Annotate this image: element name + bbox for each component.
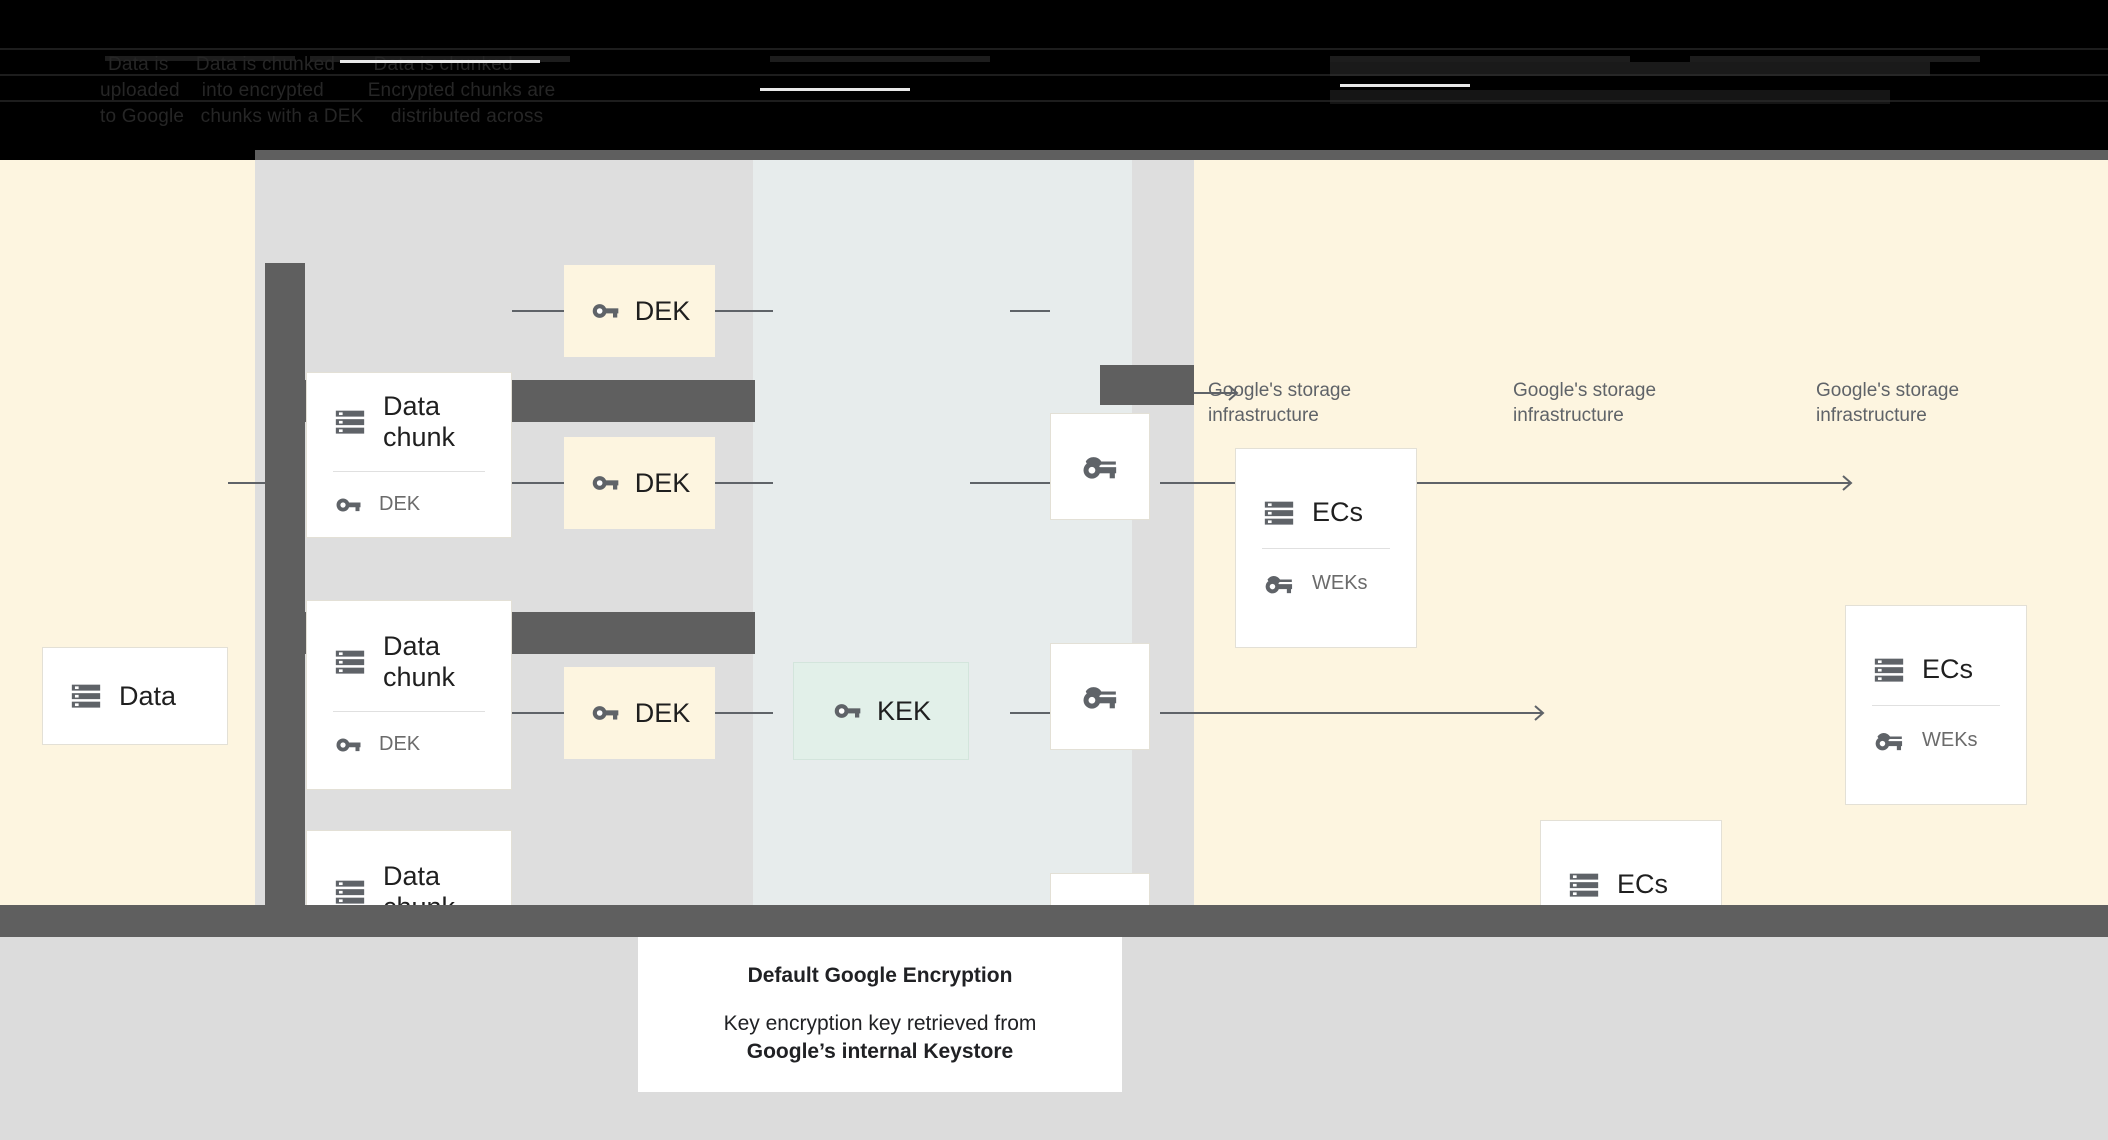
wek-box-2[interactable] — [1050, 643, 1150, 750]
chunk-1-divider — [333, 470, 485, 472]
server-stack-icon — [335, 880, 365, 904]
banner-line-2: uploaded into encrypted Encrypted chunks… — [100, 80, 556, 101]
caption-line-2: Google’s internal Keystore — [746, 1039, 1014, 1063]
caption-card: Default Google Encryption Key encryption… — [638, 937, 1122, 1092]
caption-line-1: Key encryption key retrieved from — [723, 1011, 1037, 1035]
double-key-icon — [1265, 575, 1293, 593]
flow-diagram-area: Data Data chunk DEK — [0, 160, 2108, 1020]
ec-2-title: ECs — [1922, 654, 1974, 684]
ec-3-title: ECs — [1617, 869, 1669, 899]
double-key-icon — [1083, 456, 1117, 479]
ec-1-title: ECs — [1312, 497, 1364, 527]
ec-3-head: ECs — [1541, 868, 1721, 902]
ec-2-key-row: WEKs — [1846, 724, 2026, 758]
storage-label-3: Google's storage infrastructure — [1816, 380, 1960, 426]
banner-line-1: Data is Data is chunked Data is chunked — [108, 54, 513, 75]
ec-1-key-row: WEKs — [1236, 567, 1416, 601]
data-chunk-card-2[interactable]: Data chunk DEK — [306, 600, 512, 790]
arrow-head-ec3 — [1524, 705, 1545, 721]
dek-chip-1[interactable]: DEK — [564, 265, 715, 357]
ec-2-key-label: WEKs — [1922, 729, 1978, 751]
connector-data-to-chunks — [228, 482, 288, 484]
key-icon — [592, 706, 619, 720]
ec-2-divider — [1872, 704, 2000, 706]
caption-body: Key encryption key retrieved from Google… — [724, 1010, 1037, 1066]
server-stack-icon — [335, 410, 365, 434]
key-icon — [592, 304, 619, 318]
data-source-label: Data — [119, 680, 177, 711]
chunk-2-head: Data chunk — [307, 631, 511, 693]
ec-2-head: ECs — [1846, 653, 2026, 687]
ec-1-head: ECs — [1236, 496, 1416, 530]
obscured-top-banner: Data is Data is chunked Data is chunked … — [0, 0, 2108, 160]
chunk-2-key-label: DEK — [379, 733, 421, 755]
server-stack-icon — [335, 650, 365, 674]
band-wrapping — [1132, 160, 1194, 905]
double-key-icon — [1875, 732, 1903, 750]
key-icon — [336, 498, 361, 511]
key-icon — [336, 738, 361, 751]
double-key-icon — [1083, 686, 1117, 709]
connector-kek-wek1 — [1010, 310, 1050, 312]
chunk-1-key-label: DEK — [379, 493, 421, 515]
ec-card-2[interactable]: ECs WEKs — [1845, 605, 2027, 805]
connector-wek2-ec2 — [1160, 482, 1845, 484]
storage-label-1: Google's storage infrastructure — [1208, 380, 1352, 426]
redaction-block-wek — [1100, 365, 1194, 405]
footer-divider-bar — [0, 905, 2108, 937]
caption-title: Default Google Encryption — [747, 963, 1013, 987]
connector-wek3-ec3 — [1160, 712, 1540, 714]
server-stack-icon — [1264, 501, 1294, 525]
connector-chunk1-dek — [512, 310, 564, 312]
chunk-2-key-row: DEK — [307, 730, 511, 760]
storage-label-2: Google's storage infrastructure — [1513, 380, 1657, 426]
arrow-head-ec1 — [1218, 385, 1239, 401]
chunk-2-divider — [333, 710, 485, 712]
dek-chip-1-label: DEK — [634, 295, 691, 326]
connector-dek3-out — [715, 712, 773, 714]
dek-chip-2[interactable]: DEK — [564, 437, 715, 529]
dek-chip-2-label: DEK — [634, 467, 691, 498]
wek-box-1[interactable] — [1050, 413, 1150, 520]
band-keystore — [753, 160, 1194, 905]
data-chunk-card-1[interactable]: Data chunk DEK — [306, 372, 512, 538]
ec-1-divider — [1262, 547, 1390, 549]
dek-chip-3[interactable]: DEK — [564, 667, 715, 759]
server-stack-icon — [1569, 873, 1599, 897]
dek-chip-3-label: DEK — [634, 697, 691, 728]
kek-chip[interactable]: KEK — [793, 662, 969, 760]
connector-kek-wek3 — [1010, 712, 1050, 714]
connector-chunk2-dek — [512, 482, 564, 484]
key-icon — [834, 704, 861, 718]
data-source-card[interactable]: Data — [42, 647, 228, 745]
ec-card-1[interactable]: ECs WEKs — [1235, 448, 1417, 648]
banner-line-3: to Google chunks with a DEK distributed … — [100, 106, 544, 127]
connector-kek-wek2 — [970, 482, 1050, 484]
data-source-row: Data — [43, 679, 227, 713]
chunk-1-title: Data chunk — [383, 390, 456, 452]
arrow-head-ec2 — [1832, 475, 1853, 491]
connector-dek2-out — [715, 482, 773, 484]
server-stack-icon — [1874, 658, 1904, 682]
ec-1-key-label: WEKs — [1312, 572, 1368, 594]
chunk-1-key-row: DEK — [307, 490, 511, 520]
chunk-2-title: Data chunk — [383, 630, 456, 692]
connector-chunk3-dek — [512, 712, 564, 714]
key-icon — [592, 476, 619, 490]
kek-chip-label: KEK — [876, 695, 932, 726]
server-stack-icon — [71, 684, 101, 708]
chunk-1-head: Data chunk — [307, 391, 511, 453]
connector-dek1-out — [715, 310, 773, 312]
redaction-bracket-vertical — [265, 263, 305, 928]
